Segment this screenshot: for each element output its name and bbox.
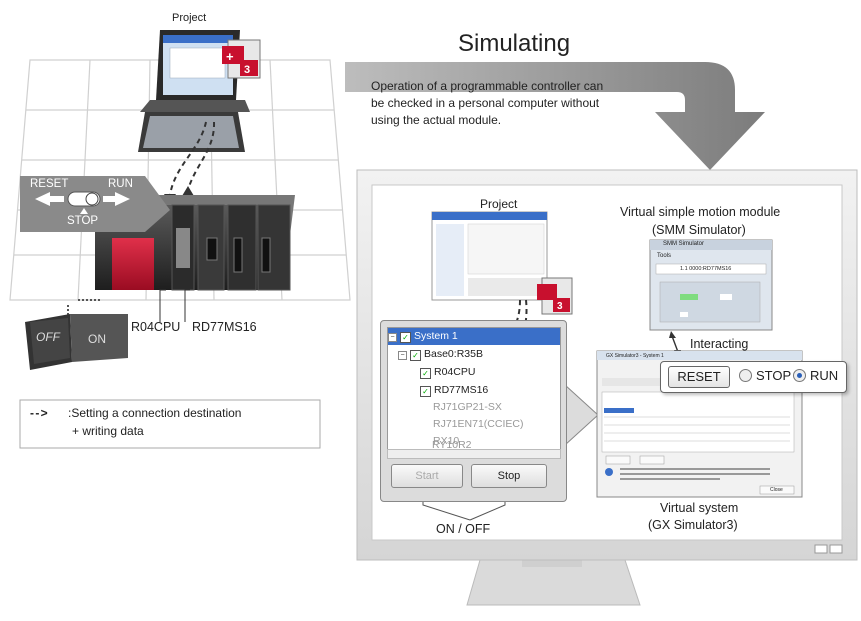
reset-stop-run-control: RESET STOP RUN — [660, 361, 847, 393]
checkbox-checked-icon[interactable]: ✓ — [420, 368, 431, 379]
simulating-arrow — [345, 62, 765, 170]
gx-close-button[interactable]: Close — [770, 487, 783, 493]
system-tree: −✓System 1 −✓Base0:R35B ✓R04CPU ✓RD77MS1… — [387, 327, 561, 457]
gx-window-title: GX Simulator3 - System 1 — [606, 353, 664, 359]
svg-text:3: 3 — [557, 301, 563, 312]
toggle-off-label[interactable]: OFF — [36, 330, 60, 344]
horizontal-scrollbar[interactable] — [387, 449, 561, 459]
page-title: Simulating — [458, 30, 571, 57]
gx-title-line2: (GX Simulator3) — [648, 518, 738, 532]
left-project-label: Project — [172, 12, 207, 24]
smm-title-line2: (SMM Simulator) — [652, 223, 746, 237]
smm-window-title: SMM Simulator — [663, 241, 705, 247]
switch-stop-label: STOP — [67, 215, 99, 227]
laptop-icon — [138, 30, 250, 152]
plc-rack-icon — [95, 195, 295, 291]
switch-reset-label: RESET — [30, 178, 69, 190]
collapse-icon[interactable]: − — [388, 333, 397, 342]
connection-arrows-left — [169, 121, 216, 196]
tree-item-cpu[interactable]: ✓R04CPU — [420, 364, 475, 381]
description-line-1: Operation of a programmable controller c… — [371, 79, 604, 93]
project-screenshot — [431, 211, 548, 301]
svg-text:3: 3 — [244, 64, 250, 76]
monitor-project-label: Project — [480, 197, 518, 211]
svg-text:+: + — [226, 49, 234, 64]
project-file-icon: 3 — [537, 277, 573, 315]
module-cpu-label: R04CPU — [131, 320, 181, 334]
start-button[interactable]: Start — [391, 464, 463, 488]
on-off-label: ON / OFF — [436, 522, 491, 536]
collapse-icon[interactable]: − — [398, 351, 407, 360]
arrow-head-icon — [182, 186, 194, 196]
module-leader-lines — [159, 289, 190, 322]
legend-line2: + writing data — [72, 424, 144, 438]
checkbox-checked-icon[interactable]: ✓ — [400, 332, 411, 343]
project-file-icon: + 3 — [222, 39, 261, 79]
description-line-3: using the actual module. — [371, 113, 502, 127]
reset-button[interactable]: RESET — [668, 366, 730, 388]
stop-radio[interactable]: STOP — [739, 368, 791, 383]
tree-item-base[interactable]: −✓Base0:R35B — [398, 346, 483, 363]
tree-item-en71[interactable]: RJ71EN71(CCIEC) — [433, 418, 524, 430]
smm-axis-label: 1.1 0000:RD77MS16 — [680, 266, 732, 272]
smm-window — [649, 239, 773, 331]
radio-off-icon[interactable] — [739, 369, 752, 382]
interacting-arrow — [671, 335, 679, 353]
tree-item-motion[interactable]: ✓RD77MS16 — [420, 382, 488, 399]
legend-line1: :Setting a connection destination — [68, 406, 242, 420]
smm-menu-tools[interactable]: Tools — [657, 253, 672, 259]
description-line-2: be checked in a personal computer withou… — [371, 96, 600, 110]
tree-item-system[interactable]: −✓System 1 — [388, 328, 560, 345]
toggle-on-label[interactable]: ON — [88, 332, 106, 346]
tree-item-gp21[interactable]: RJ71GP21-SX — [433, 401, 502, 413]
legend-box — [19, 399, 321, 449]
tree-item-ry10r2[interactable]: RY10R2 — [432, 439, 472, 451]
module-motion-label: RD77MS16 — [192, 320, 257, 334]
interacting-label: Interacting — [690, 337, 749, 351]
off-on-toggle — [25, 314, 128, 370]
run-radio[interactable]: RUN — [793, 368, 838, 383]
tree-item-rx10[interactable]: RX10 — [433, 435, 460, 447]
gx-title-line1: Virtual system — [660, 501, 739, 515]
stop-button[interactable]: Stop — [471, 464, 547, 488]
radio-on-icon[interactable] — [793, 369, 806, 382]
checkbox-checked-icon[interactable]: ✓ — [420, 386, 431, 397]
smm-title-line1: Virtual simple motion module — [620, 205, 781, 219]
reset-run-switch — [20, 176, 170, 232]
switch-run-label: RUN — [108, 178, 133, 190]
checkbox-checked-icon[interactable]: ✓ — [410, 350, 421, 361]
system-tree-panel: −✓System 1 −✓Base0:R35B ✓R04CPU ✓RD77MS1… — [380, 320, 567, 502]
legend-symbol: - - > — [30, 406, 48, 420]
